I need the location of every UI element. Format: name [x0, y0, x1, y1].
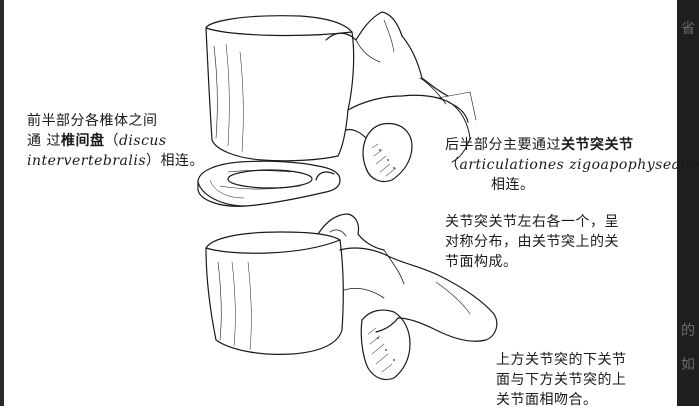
vertebrae-illustration	[0, 0, 677, 406]
left-caption-text: ）相连。	[146, 153, 204, 169]
latin-term: intervertebralis	[27, 153, 146, 169]
upper-inferior-articular-process	[363, 124, 412, 182]
right-top-caption-text: 后半部分主要通过	[445, 137, 561, 153]
right-top-caption: 后半部分主要通过关节突关节 （articulationes zigoapophy…	[445, 135, 699, 195]
right-bottom-caption-line3: 关节面相吻合。	[496, 390, 627, 410]
edge-glyph: 省	[681, 18, 695, 38]
right-bottom-caption-line2: 面与下方关节突的上	[496, 370, 627, 390]
right-bottom-caption: 上方关节突的下关节 面与下方关节突的上 关节面相吻合。	[496, 350, 627, 410]
left-caption-line2: 通 过椎间盘（discus	[27, 131, 204, 151]
left-caption-text: 通 过	[27, 133, 61, 149]
right-middle-caption-line1: 关节突关节左右各一个，呈	[445, 212, 619, 232]
edge-glyph: 如	[681, 354, 695, 374]
right-bottom-caption-line1: 上方关节突的下关节	[496, 350, 627, 370]
left-caption-line1: 前半部分各椎体之间	[27, 111, 204, 131]
right-edge-strip: 省 的 如	[677, 0, 699, 406]
latin-term: articulationes zigoapophyseales	[460, 157, 699, 173]
term-intervertebral-disc: 椎间盘	[61, 133, 105, 149]
intervertebral-disc	[198, 161, 340, 206]
right-top-caption-line3: 相连。	[445, 175, 699, 195]
lower-vertebral-body	[206, 232, 343, 354]
paren-open: （	[104, 133, 119, 149]
right-middle-caption-line2: 对称分布，由关节突上的关	[445, 232, 619, 252]
right-top-caption-line1: 后半部分主要通过关节突关节	[445, 135, 699, 155]
right-top-caption-line2: （articulationes zigoapophyseales）	[445, 155, 699, 175]
upper-vertebra	[206, 12, 476, 182]
right-middle-caption-line3: 节面构成。	[445, 252, 619, 272]
left-caption-line3: intervertebralis）相连。	[27, 151, 204, 171]
edge-glyph: 的	[681, 320, 695, 340]
term-facet-joint: 关节突关节	[561, 137, 634, 153]
paren-open: （	[445, 157, 460, 173]
right-middle-caption: 关节突关节左右各一个，呈 对称分布，由关节突上的关 节面构成。	[445, 212, 619, 272]
latin-term: discus	[119, 133, 167, 149]
left-caption: 前半部分各椎体之间 通 过椎间盘（discus intervertebralis…	[27, 111, 204, 171]
